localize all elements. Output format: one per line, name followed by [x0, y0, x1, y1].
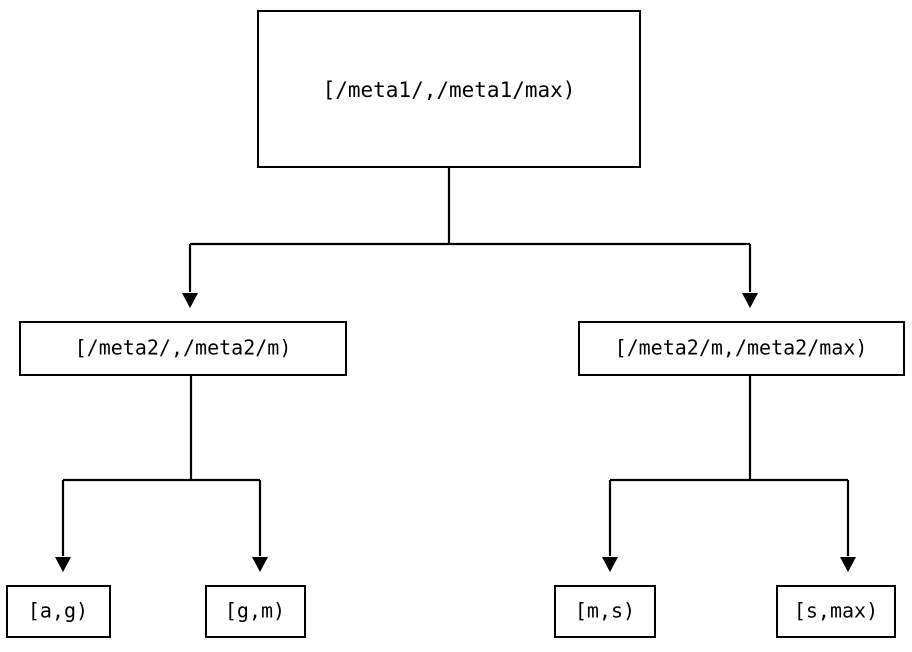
node-leaf-a-g[interactable]: [a,g)	[6, 585, 111, 638]
node-mid-right-label: [/meta2/m,/meta2/max)	[615, 336, 868, 360]
node-leaf-g-m[interactable]: [g,m)	[205, 585, 306, 638]
edge-midleft-leaf-a-g-arrowhead-icon	[55, 557, 71, 572]
edge-root-mid-right-arrowhead-icon	[742, 293, 758, 308]
edge-root-mid-left-arrowhead-icon	[182, 293, 198, 308]
node-leaf-g-m-box[interactable]	[205, 585, 306, 638]
edge-midright-to-leaves-group	[602, 375, 856, 572]
edge-root-to-middle-group	[182, 167, 758, 308]
node-leaf-m-s-box[interactable]	[554, 585, 656, 638]
edge-midright-leaf-s-max-arrowhead-icon	[840, 557, 856, 572]
node-leaf-m-s[interactable]: [m,s)	[554, 585, 656, 638]
edge-midleft-leaf-g-m-arrowhead-icon	[252, 557, 268, 572]
node-root-label: [/meta1/,/meta1/max)	[323, 78, 576, 102]
node-leaf-s-max-label: [s,max)	[794, 599, 878, 623]
node-leaf-m-s-label: [m,s)	[575, 599, 635, 623]
node-mid-left[interactable]: [/meta2/,/meta2/m)	[19, 321, 347, 376]
edge-midleft-to-leaves-group	[55, 375, 268, 572]
node-leaf-g-m-label: [g,m)	[225, 599, 285, 623]
node-mid-right-box[interactable]	[578, 321, 905, 376]
node-mid-right[interactable]: [/meta2/m,/meta2/max)	[578, 321, 905, 376]
edge-midright-leaf-m-s-arrowhead-icon	[602, 557, 618, 572]
node-mid-left-box[interactable]	[19, 321, 347, 376]
node-leaf-a-g-label: [a,g)	[28, 599, 88, 623]
node-leaf-a-g-box[interactable]	[6, 585, 111, 638]
node-mid-left-label: [/meta2/,/meta2/m)	[75, 336, 292, 360]
node-leaf-s-max[interactable]: [s,max)	[776, 585, 896, 638]
node-root-box[interactable]	[257, 10, 641, 168]
node-root[interactable]: [/meta1/,/meta1/max)	[257, 10, 641, 168]
node-leaf-s-max-box[interactable]	[776, 585, 896, 638]
